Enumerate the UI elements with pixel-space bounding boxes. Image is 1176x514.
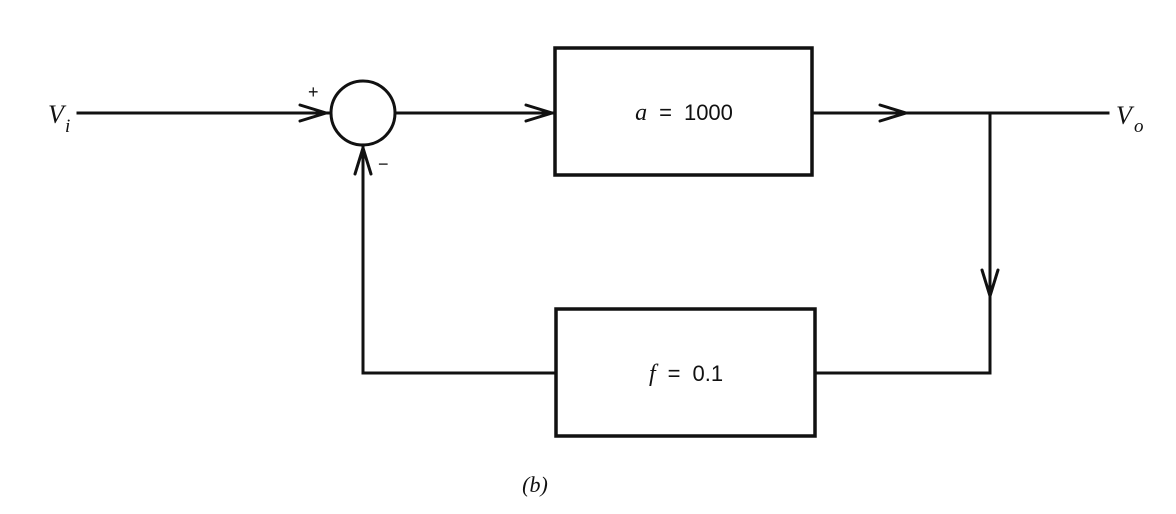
- feedback-arrow-icon: [353, 142, 373, 176]
- input-label: V i: [48, 100, 70, 137]
- input-subscript: i: [65, 116, 70, 137]
- output-label: V o: [1116, 101, 1144, 137]
- minus-sign: −: [378, 154, 389, 174]
- forward-gain-label: a = 1000: [635, 100, 733, 126]
- input-symbol: V: [48, 100, 67, 129]
- feedback-block: [554, 307, 817, 438]
- output-symbol: V: [1116, 101, 1135, 130]
- output-arrow-icon: [878, 103, 912, 123]
- summing-junction: [329, 79, 397, 147]
- feedback-label: f = 0.1: [649, 361, 723, 387]
- forward-arrow-icon: [524, 103, 558, 123]
- output-subscript: o: [1134, 116, 1144, 137]
- down-arrow-icon: [980, 268, 1000, 302]
- plus-sign: +: [308, 82, 319, 102]
- figure-caption: (b): [522, 472, 548, 497]
- input-arrow-icon: [298, 103, 332, 123]
- forward-gain-block: [553, 46, 814, 177]
